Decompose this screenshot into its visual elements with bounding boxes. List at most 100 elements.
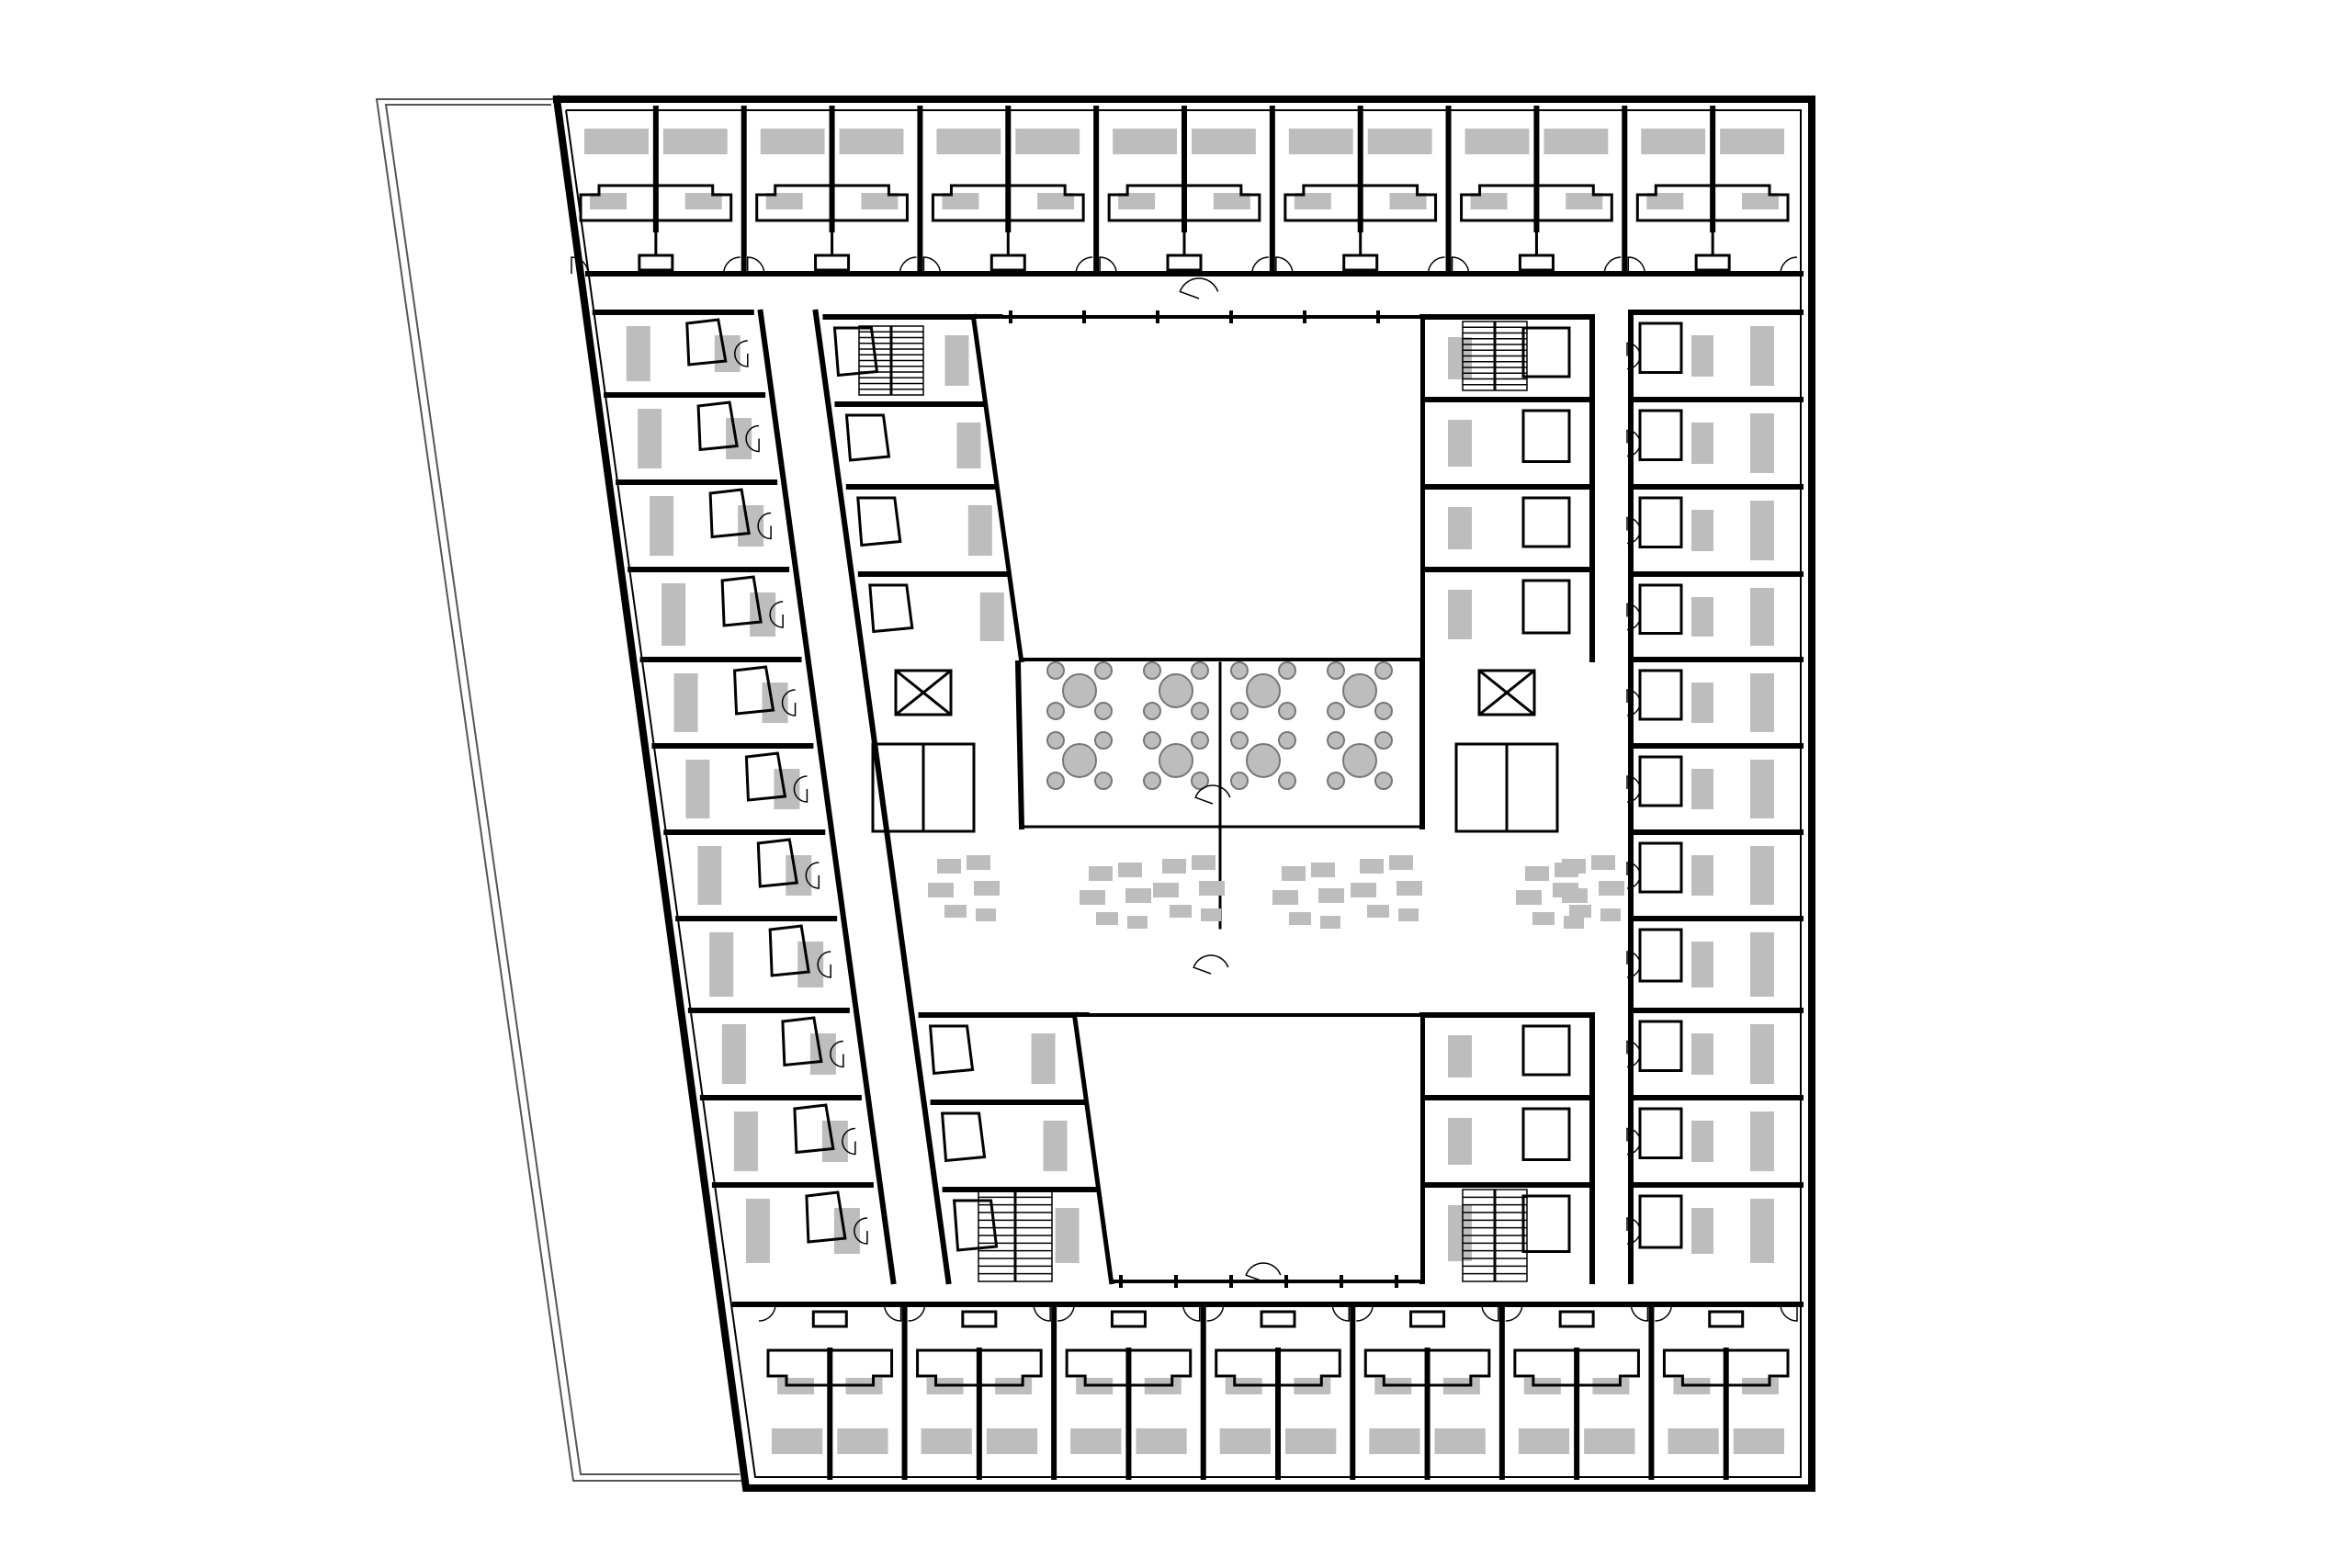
bathroom-pod — [868, 583, 914, 634]
bed — [650, 496, 674, 556]
door-swing — [1251, 256, 1269, 275]
chair — [1327, 661, 1345, 680]
lift-cross — [895, 669, 952, 716]
bathroom-pod — [856, 496, 902, 547]
bed — [967, 505, 992, 556]
bathroom-fixtures — [774, 769, 800, 809]
door-swing — [1481, 1303, 1499, 1322]
sink-counter — [1518, 254, 1555, 272]
furniture-layer — [584, 129, 1784, 1454]
armchair — [1318, 888, 1344, 903]
bed — [1733, 1428, 1784, 1454]
bathroom-fixtures — [1691, 423, 1713, 464]
bathroom-pod — [756, 838, 799, 888]
wardrobe — [1742, 193, 1779, 209]
door-swing — [1179, 277, 1219, 299]
bathroom-fixtures — [1691, 682, 1713, 723]
wardrobe — [1118, 193, 1156, 209]
bathroom-fixtures — [809, 1033, 836, 1075]
bed — [979, 592, 1004, 641]
bathroom-fixtures — [750, 592, 776, 637]
armchair — [1562, 859, 1586, 874]
door-swing — [1626, 342, 1641, 370]
bathroom-pod — [1638, 1020, 1683, 1072]
bed — [1031, 1033, 1056, 1084]
bed — [662, 583, 686, 646]
left-corridor-outer-wall — [757, 309, 897, 1285]
armchair — [1525, 866, 1549, 881]
chair — [1374, 661, 1393, 680]
chair — [1143, 731, 1161, 750]
sink-counter — [989, 254, 1026, 272]
chair — [1327, 702, 1345, 720]
wardrobe — [1213, 193, 1250, 209]
bathroom-pod — [1521, 1024, 1571, 1077]
chair — [1094, 772, 1113, 790]
bathroom-fixtures — [786, 855, 812, 896]
bathroom-pod — [1521, 409, 1571, 463]
armchair — [1360, 859, 1384, 874]
door-swing — [1075, 256, 1093, 275]
door-swing — [817, 951, 831, 978]
chair — [1278, 772, 1296, 790]
door-swing — [1626, 603, 1641, 631]
bed — [733, 1111, 758, 1171]
bathroom-pod — [1638, 409, 1683, 461]
door-swing — [1626, 429, 1641, 457]
chair — [1374, 731, 1393, 750]
door-swing — [1427, 256, 1445, 275]
bathroom-pod — [1638, 583, 1683, 635]
bathroom-pod — [1638, 1194, 1683, 1249]
door-swing — [1630, 1303, 1649, 1322]
bed — [1668, 1428, 1719, 1454]
wardrobe — [861, 193, 899, 209]
bathroom-fixtures — [1691, 1121, 1713, 1162]
bed — [1136, 1428, 1187, 1454]
bathroom-pod — [708, 488, 751, 539]
dining-table — [1342, 673, 1377, 708]
sink-counter — [1110, 1310, 1147, 1328]
chair — [1327, 772, 1345, 790]
armchair — [1351, 883, 1376, 897]
lounge-seating — [928, 855, 1624, 929]
wardrobe — [765, 193, 803, 209]
armchair — [1153, 883, 1179, 897]
bed — [1544, 129, 1609, 154]
bathroom-pod — [1638, 841, 1683, 894]
armchair — [1320, 916, 1340, 929]
armchair — [1516, 890, 1542, 905]
door-swing — [805, 862, 820, 889]
bed — [1219, 1428, 1271, 1454]
bed — [1448, 1205, 1472, 1261]
bathroom-fixtures — [726, 418, 752, 459]
bathroom-pod — [1638, 496, 1683, 548]
armchair — [1289, 912, 1311, 925]
chair — [1094, 661, 1113, 680]
bathroom-pod — [1283, 184, 1438, 222]
door-swing — [1331, 1303, 1351, 1322]
terrace-outline — [375, 98, 746, 1482]
bathroom-pod — [1107, 184, 1261, 222]
bed — [1464, 129, 1530, 154]
door-swing — [1193, 954, 1229, 975]
bathroom-fixtures — [714, 335, 741, 372]
sink-counter — [814, 254, 851, 272]
building-outline — [552, 95, 1815, 1492]
door-swing — [1245, 1262, 1282, 1282]
door-swing — [1206, 1303, 1225, 1322]
door-swing — [1182, 1303, 1201, 1322]
bed — [1750, 413, 1774, 473]
bed — [638, 409, 662, 468]
stairs — [858, 321, 1528, 1282]
bed — [1369, 1428, 1420, 1454]
left-corridor-inner-wall — [812, 309, 952, 1285]
sink-counter — [1558, 1310, 1595, 1328]
armchair — [1389, 855, 1413, 870]
chair — [1046, 661, 1065, 680]
armchair — [1532, 912, 1555, 925]
bathroom-pod — [1513, 1348, 1640, 1387]
chair — [1278, 702, 1296, 720]
dining-tables — [1046, 661, 1393, 790]
armchair — [1199, 881, 1225, 896]
door-swing — [781, 689, 797, 716]
